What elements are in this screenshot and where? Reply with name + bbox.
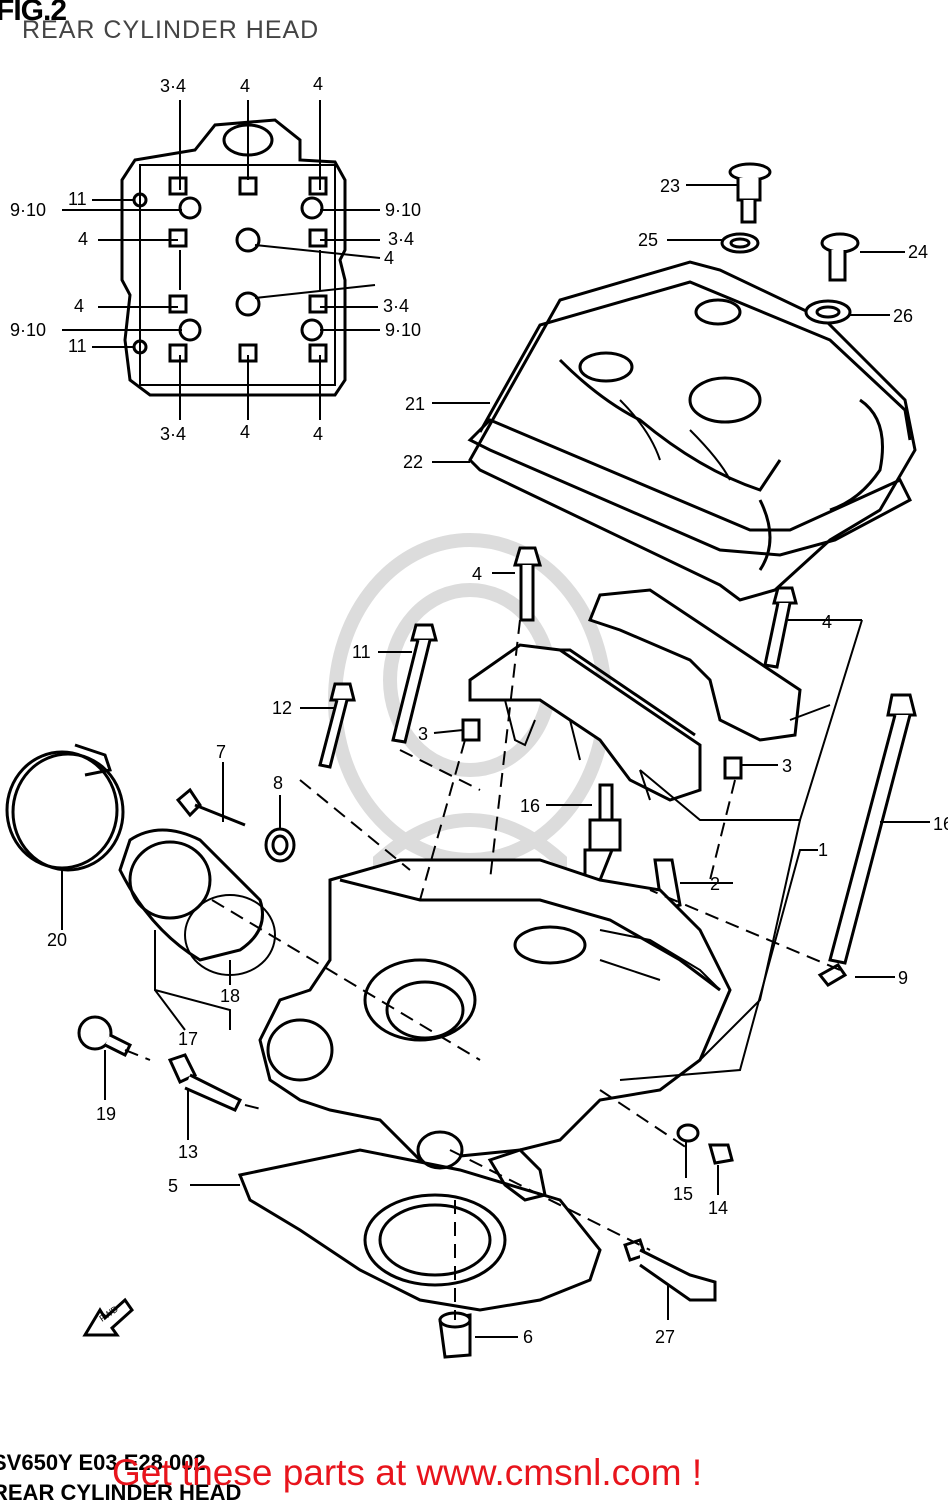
head-bolts: [318, 546, 917, 987]
part-label: 21: [405, 394, 425, 414]
figure-subtitle: REAR CYLINDER HEAD: [22, 16, 320, 44]
part-label: 15: [673, 1184, 693, 1204]
part-label: 19: [96, 1104, 116, 1124]
tp-label: 4: [313, 424, 323, 444]
promo-link[interactable]: Get these parts at www.cmsnl.com !: [112, 1452, 703, 1493]
part-label: 18: [220, 986, 240, 1006]
part-label: 24: [908, 242, 928, 262]
part-label: 16: [933, 814, 948, 834]
part-label: 20: [47, 930, 67, 950]
torque-pattern-leaders: [62, 100, 381, 420]
torque-pattern-labels: 3·4 4 4 11 9·10 9·10 4 3·4 4 4 3·4 9·10 …: [10, 74, 421, 444]
part-label: 4: [472, 564, 482, 584]
cylinder-head: [258, 858, 732, 1202]
head-gasket: [237, 1148, 602, 1312]
part-label: 1: [818, 840, 828, 860]
tp-label: 3·4: [160, 76, 186, 96]
part-label: 27: [655, 1327, 675, 1347]
part-label: 13: [178, 1142, 198, 1162]
leader-lines: [61, 184, 930, 1338]
tp-label: 4: [313, 74, 323, 94]
cover-gasket: [467, 418, 912, 557]
part-label: 23: [660, 176, 680, 196]
dashed-guides: [124, 619, 841, 1320]
part-label: 25: [638, 230, 658, 250]
tp-label: 3·4: [388, 229, 414, 249]
part-label: 14: [708, 1198, 728, 1218]
part-label: 2: [710, 874, 720, 894]
tp-label: 4: [74, 296, 84, 316]
tp-label: 9·10: [10, 200, 46, 220]
part-number-labels: 23 25 24 26 21 22 4 11 12 4 3 3 7 8 16 2…: [47, 176, 948, 1347]
diagram-code: SV650Y E03 E28 002: [0, 1450, 206, 1475]
spark-plug: [583, 783, 682, 912]
part-label: 3: [782, 756, 792, 776]
part-label: 22: [403, 452, 423, 472]
small-fasteners: [77, 1015, 734, 1359]
cover-bolts: [720, 162, 860, 325]
tp-label: 9·10: [385, 200, 421, 220]
part-label: 3: [418, 724, 428, 744]
figure-title: FIG.2: [0, 0, 67, 27]
tp-label: 4: [78, 229, 88, 249]
tp-label: 4: [384, 248, 394, 268]
part-label: 8: [273, 773, 283, 793]
part-label: 11: [352, 642, 371, 662]
part-label: 12: [272, 698, 292, 718]
cylinder-head-cover: [468, 260, 917, 602]
torque-pattern: [120, 118, 347, 397]
part-label: 6: [523, 1327, 533, 1347]
tp-label: 4: [240, 422, 250, 442]
part-label: 16: [520, 796, 540, 816]
forward-arrow-icon: FWD: [82, 1297, 134, 1337]
part-label: 7: [216, 742, 226, 762]
part-label: 9: [898, 968, 908, 988]
part-label: 26: [893, 306, 913, 326]
tp-label: 3·4: [160, 424, 186, 444]
tp-label: 11: [68, 336, 87, 356]
part-label: 4: [822, 612, 832, 632]
tp-label: 9·10: [385, 320, 421, 340]
part-label: 5: [168, 1176, 178, 1196]
tp-label: 4: [240, 76, 250, 96]
tp-label: 9·10: [10, 320, 46, 340]
camshaft-holders: [461, 588, 802, 802]
tp-label: 11: [68, 189, 87, 209]
part-label: 17: [178, 1029, 198, 1049]
tp-label: 3·4: [383, 296, 409, 316]
